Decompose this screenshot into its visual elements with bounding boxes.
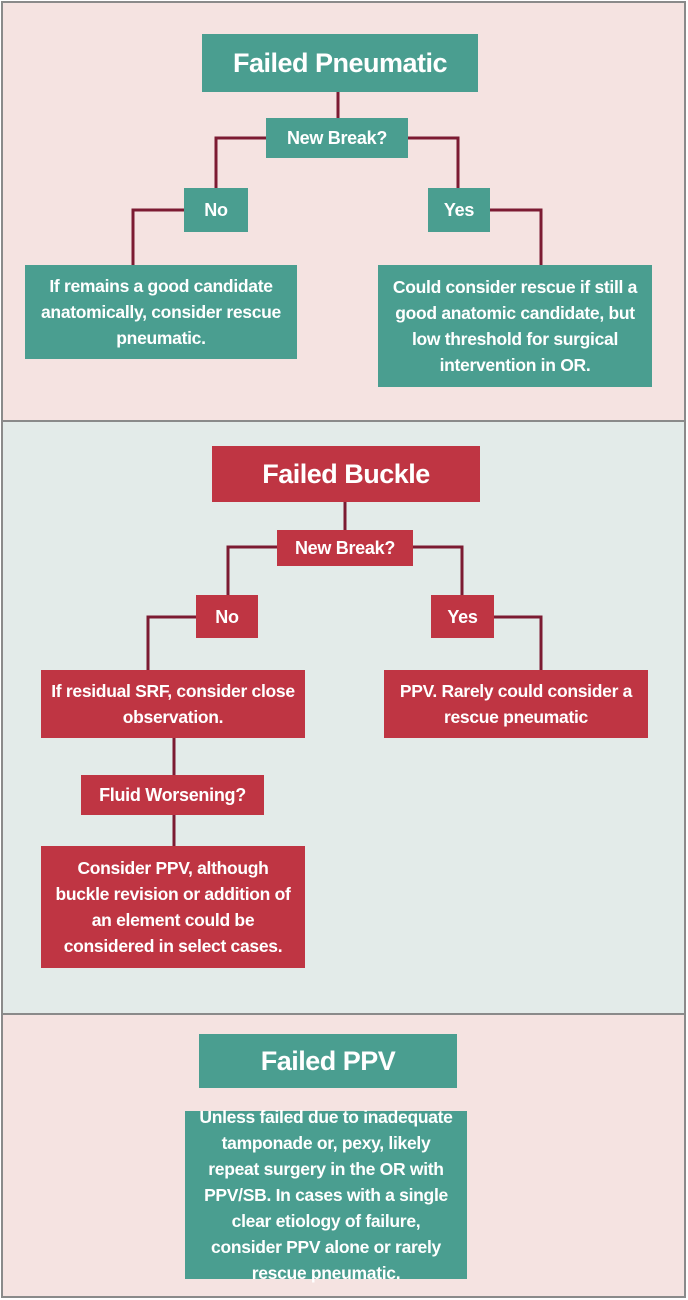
- buckle-fluid-worsening-outcome: Consider PPV, although buckle revision o…: [41, 846, 305, 968]
- pneumatic-yes-to-outcome-connector: [490, 208, 543, 265]
- buckle-no-label: No: [196, 595, 258, 638]
- buckle-fluid-worsening-question: Fluid Worsening?: [81, 775, 264, 815]
- ppv-outcome: Unless failed due to inadequate tamponad…: [185, 1107, 467, 1283]
- pneumatic-new-break-question: New Break?: [266, 118, 408, 158]
- pneumatic-question-to-no-connector: [214, 136, 266, 188]
- pneumatic-no-outcome: If remains a good candidate anatomically…: [25, 265, 297, 359]
- pneumatic-yes-outcome: Could consider rescue if still a good an…: [378, 265, 652, 387]
- failed-pneumatic-title: Failed Pneumatic: [202, 34, 478, 92]
- buckle-question-to-no-connector: [226, 545, 277, 595]
- failed-buckle-title: Failed Buckle: [212, 446, 480, 502]
- buckle-yes-outcome: PPV. Rarely could consider a rescue pneu…: [384, 670, 648, 738]
- buckle-no-outcome: If residual SRF, consider close observat…: [41, 670, 305, 738]
- failed-ppv-title: Failed PPV: [199, 1034, 457, 1088]
- pneumatic-no-label: No: [184, 188, 248, 232]
- buckle-yes-to-outcome-connector: [494, 615, 543, 670]
- buckle-no-to-outcome-connector: [146, 615, 196, 670]
- buckle-yes-label: Yes: [431, 595, 494, 638]
- pneumatic-question-to-yes-connector: [407, 136, 460, 188]
- buckle-question-to-yes-connector: [412, 545, 464, 595]
- pneumatic-no-to-outcome-connector: [131, 208, 184, 265]
- buckle-new-break-question: New Break?: [277, 530, 413, 566]
- pneumatic-yes-label: Yes: [428, 188, 490, 232]
